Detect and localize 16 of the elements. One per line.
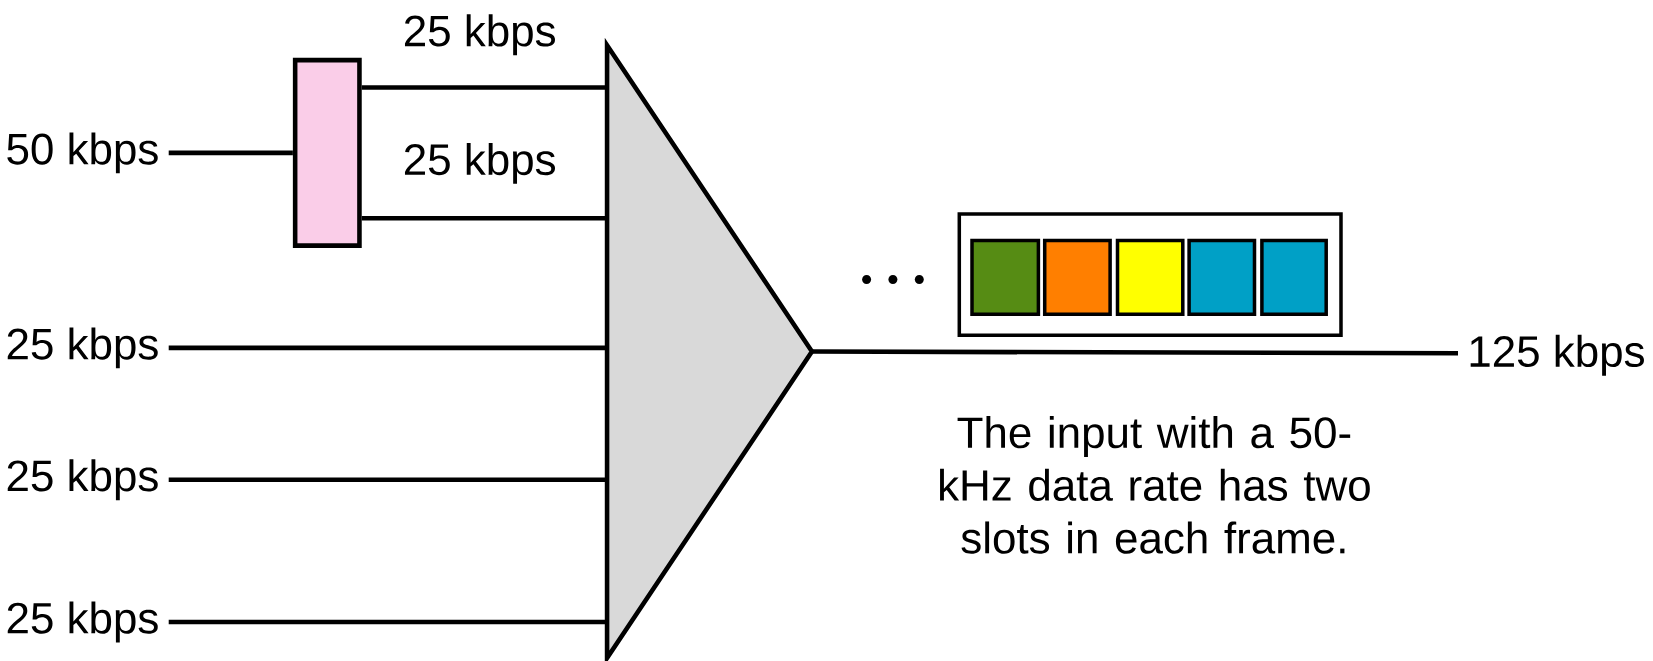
line [168, 345, 608, 351]
rate-label: 125 kbps [1470, 334, 1644, 376]
edge-label: 25 kbps [399, 10, 561, 59]
line [168, 477, 608, 482]
splitter-box [292, 57, 362, 248]
line [361, 85, 608, 90]
line [811, 349, 1458, 356]
rate-label: 25 kbps [7, 601, 158, 643]
edge-label: 25 kbps [399, 139, 561, 188]
note-text: The input with a 50-kHz data rate has two slots in each frame. [940, 416, 1370, 554]
rate-label: 25 kbps [7, 459, 158, 501]
line [168, 619, 608, 625]
line [361, 215, 608, 221]
line [168, 150, 293, 156]
rate-label: 50 kbps [7, 132, 158, 174]
rate-label: 25 kbps [7, 327, 158, 369]
